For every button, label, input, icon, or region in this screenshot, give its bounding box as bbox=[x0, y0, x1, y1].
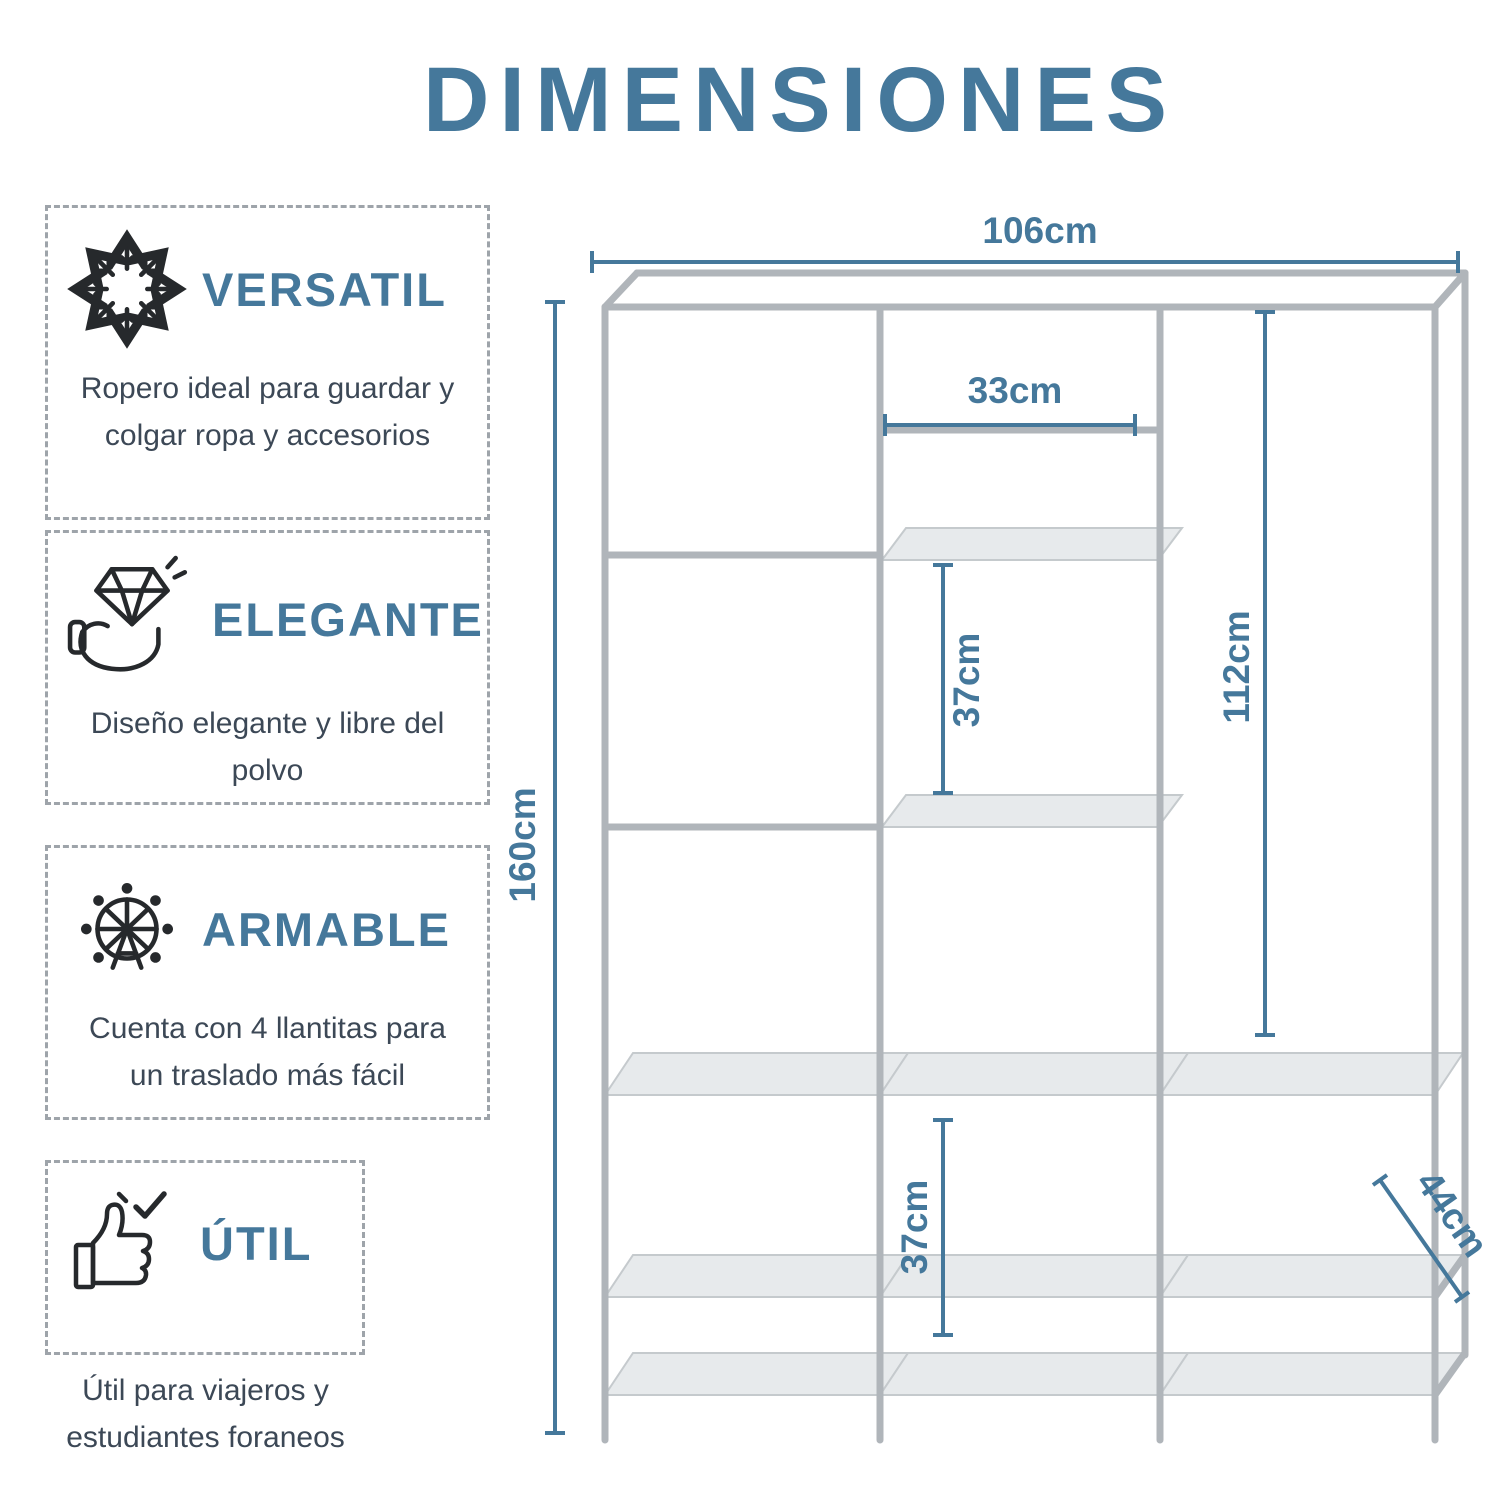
feature-desc-armable: Cuenta con 4 llantitas para un traslado … bbox=[89, 1012, 446, 1092]
feature-desc-util: Útil para viajeros y estudiantes foraneo… bbox=[66, 1374, 345, 1454]
dim-total-height-label: 160cm bbox=[502, 787, 543, 902]
wardrobe-frame bbox=[601, 269, 1469, 1444]
feature-header: ELEGANTE bbox=[48, 533, 487, 685]
shelf bbox=[1158, 1352, 1465, 1396]
dim-side-hanging-height-label: 112cm bbox=[1216, 610, 1257, 723]
shelf bbox=[880, 527, 1184, 561]
feature-box-armable: ARMABLE Cuenta con 4 llantitas para un t… bbox=[45, 845, 490, 1120]
dim-depth-label: 44cm bbox=[1408, 1163, 1496, 1264]
dim-total-width-label: 106cm bbox=[982, 215, 1097, 251]
feature-box-versatil: VERSATIL Ropero ideal para guardar y col… bbox=[45, 205, 490, 520]
shelf bbox=[603, 1254, 910, 1298]
feature-header: VERSATIL bbox=[48, 208, 487, 350]
shelf bbox=[880, 794, 1184, 828]
shelf bbox=[1158, 1052, 1465, 1096]
dim-side-hanging-height bbox=[1255, 310, 1275, 1037]
feature-header: ÚTIL bbox=[48, 1163, 362, 1303]
dim-lower-shelf-spacing bbox=[933, 1118, 953, 1337]
shelf bbox=[603, 1052, 910, 1096]
shelf bbox=[878, 1352, 1190, 1396]
dim-middle-shelf-spacing bbox=[933, 563, 953, 795]
feature-title-elegante: ELEGANTE bbox=[212, 592, 484, 646]
feature-box-util: ÚTIL bbox=[45, 1160, 365, 1355]
dim-depth bbox=[1371, 1173, 1471, 1304]
expand-arrows-icon bbox=[66, 228, 188, 350]
dim-middle-width-label: 33cm bbox=[968, 370, 1063, 411]
thumbs-up-icon bbox=[66, 1183, 186, 1303]
diamond-hand-icon bbox=[66, 553, 198, 685]
page-title: DIMENSIONES bbox=[422, 49, 1178, 151]
dim-middle-width bbox=[883, 414, 1137, 436]
wheel-icon bbox=[66, 868, 188, 990]
feature-box-elegante: ELEGANTE Diseño elegante y libre del pol… bbox=[45, 530, 490, 805]
shelf bbox=[1158, 1254, 1465, 1298]
shelf bbox=[603, 1352, 910, 1396]
feature-title-util: ÚTIL bbox=[200, 1216, 313, 1270]
shelf bbox=[878, 1052, 1190, 1096]
feature-title-armable: ARMABLE bbox=[202, 902, 451, 956]
feature-desc-versatil: Ropero ideal para guardar y colgar ropa … bbox=[80, 372, 455, 452]
dim-middle-shelf-spacing-label: 37cm bbox=[946, 633, 987, 728]
dim-total-height bbox=[545, 300, 565, 1435]
feature-title-versatil: VERSATIL bbox=[202, 262, 447, 316]
feature-desc-elegante: Diseño elegante y libre del polvo bbox=[90, 707, 445, 787]
wardrobe-shelves bbox=[603, 527, 1465, 1396]
feature-header: ARMABLE bbox=[48, 848, 487, 990]
dim-lower-shelf-spacing-label: 37cm bbox=[894, 1180, 935, 1275]
wardrobe-diagram: 106cm 160cm 33cm 37cm 112cm bbox=[502, 215, 1496, 1444]
dim-total-width bbox=[590, 251, 1460, 273]
